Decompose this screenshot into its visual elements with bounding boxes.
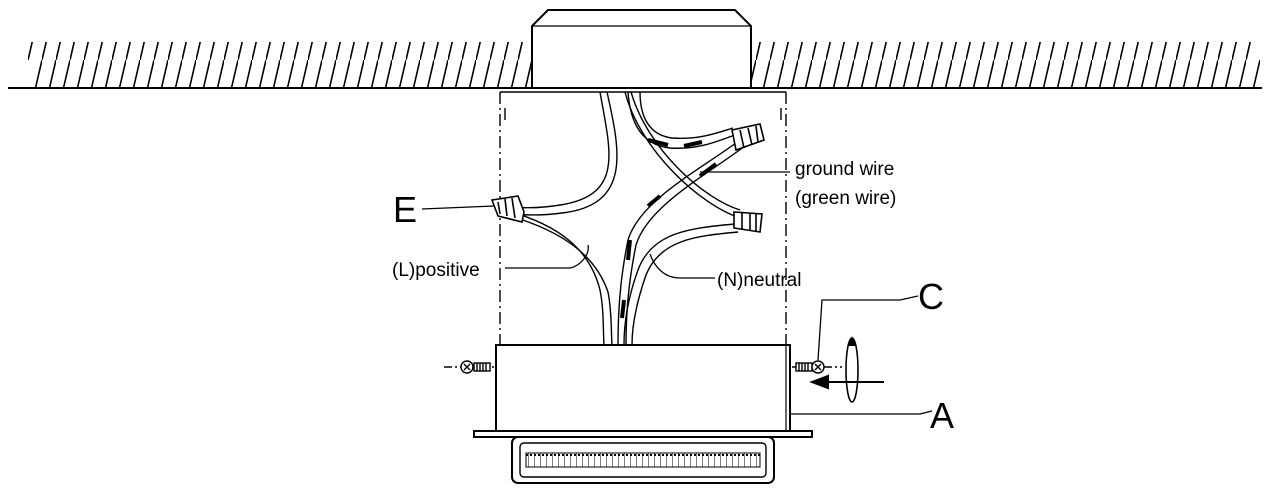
wire-connector-neutral [733, 211, 763, 233]
neutral-label: (N)neutral [717, 270, 801, 291]
led-lens [511, 436, 775, 484]
housing-outline [499, 91, 787, 345]
ground-wire-label: ground wire [795, 159, 894, 180]
trim-collar [495, 344, 791, 432]
callout-e: E [393, 189, 417, 230]
wire-connector-ground [731, 123, 765, 152]
ceiling [8, 42, 1262, 89]
insert-arrow-icon [809, 374, 884, 390]
green-wire-label: (green wire) [795, 188, 896, 209]
junction-box [531, 9, 752, 89]
positive-label: (L)positive [392, 260, 480, 281]
wire-connector-e [490, 195, 525, 223]
wire-bundle [497, 91, 746, 346]
leader-lines [421, 171, 933, 415]
rotate-arrow-icon [845, 336, 859, 403]
screw-left [444, 360, 494, 374]
callout-a: A [930, 395, 954, 436]
screw-c [792, 360, 842, 374]
callout-c: C [918, 276, 944, 317]
